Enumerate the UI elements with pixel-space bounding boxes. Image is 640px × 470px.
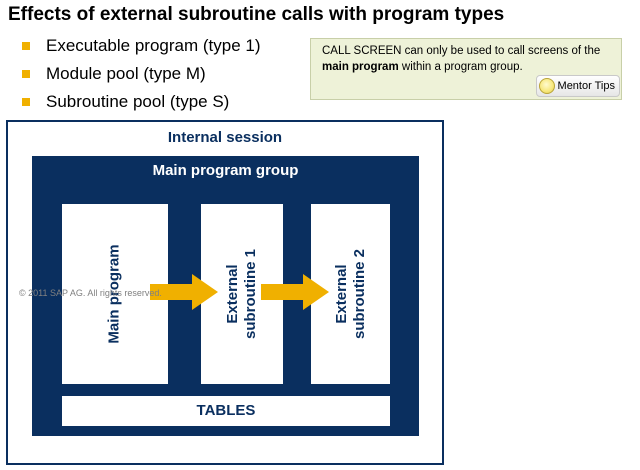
bullet-square-icon bbox=[22, 70, 30, 78]
slide-title: Effects of external subroutine calls wit… bbox=[8, 4, 505, 25]
label-line: subroutine 2 bbox=[350, 248, 368, 340]
bullet-text: Subroutine pool (type S) bbox=[46, 92, 230, 111]
mentor-tips-button[interactable]: Mentor Tips bbox=[535, 75, 620, 97]
tip-text-part: CALL SCREEN can only be used to call scr… bbox=[322, 45, 601, 57]
bullet-item: Executable program (type 1) bbox=[22, 34, 261, 62]
label-line: External bbox=[224, 264, 242, 324]
bullet-square-icon bbox=[22, 42, 30, 50]
external-subroutine-1-label: External subroutine 1 bbox=[224, 249, 260, 339]
bullet-text: Module pool (type M) bbox=[46, 64, 206, 83]
mentor-tips-label: Mentor Tips bbox=[557, 80, 615, 92]
bullet-text: Executable program (type 1) bbox=[46, 36, 261, 55]
bullet-item: Module pool (type M) bbox=[22, 62, 261, 90]
bullet-item: Subroutine pool (type S) bbox=[22, 90, 261, 118]
internal-session-label: Internal session bbox=[167, 129, 283, 146]
call-arrow-icon bbox=[261, 274, 329, 310]
bullet-square-icon bbox=[22, 98, 30, 106]
copyright-notice: © 2011 SAP AG. All rights reserved. bbox=[19, 288, 162, 298]
bullet-list: Executable program (type 1) Module pool … bbox=[22, 34, 261, 118]
label-line: External bbox=[332, 264, 350, 324]
call-arrow-icon bbox=[150, 274, 218, 310]
lightbulb-icon bbox=[538, 78, 555, 94]
tip-text-part: within a program group. bbox=[398, 61, 523, 73]
tables-box: TABLES bbox=[62, 396, 390, 426]
external-subroutine-2-label: External subroutine 2 bbox=[333, 249, 369, 339]
main-program-group-label: Main program group bbox=[152, 162, 299, 179]
tip-text-bold: main program bbox=[322, 61, 399, 73]
label-line: subroutine 1 bbox=[242, 248, 260, 340]
mentor-tip-box: CALL SCREEN can only be used to call scr… bbox=[310, 38, 622, 100]
tip-text: CALL SCREEN can only be used to call scr… bbox=[322, 43, 615, 75]
